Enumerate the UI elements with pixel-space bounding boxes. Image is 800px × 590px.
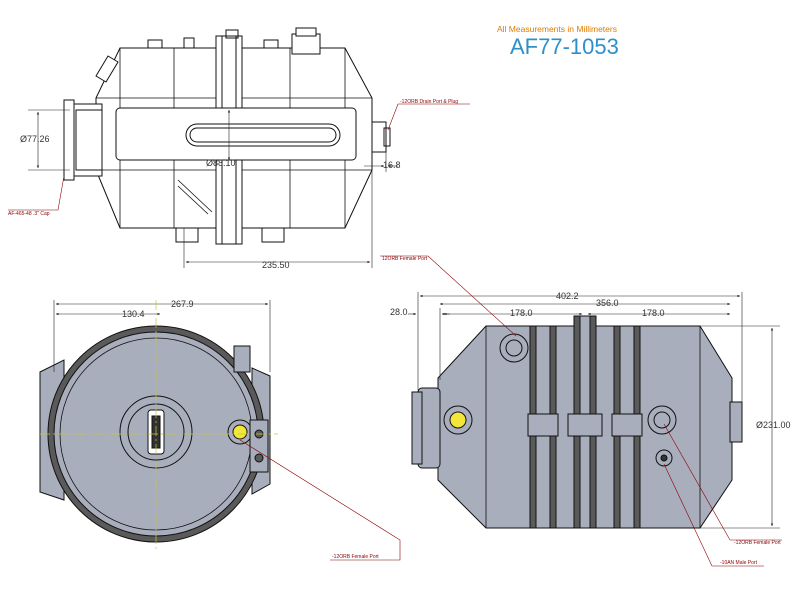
dim-overall-length-side: 235.50 bbox=[262, 260, 290, 270]
side-view-drain-port bbox=[371, 121, 387, 153]
side-view-vent-tube bbox=[95, 55, 119, 83]
dim-center-diameter: Ø88.10 bbox=[206, 158, 236, 168]
side-view-top-boss bbox=[147, 39, 163, 49]
side-view-labels: Ø77.26 Ø88.10 235.50 16.8 -12ORB Drain P… bbox=[8, 99, 458, 270]
dim-body-diameter: Ø231.00 bbox=[756, 420, 791, 430]
iso-view-right-outlet bbox=[729, 401, 743, 443]
dim-center-span: 356.0 bbox=[596, 298, 619, 308]
dim-center-width: 130.4 bbox=[122, 309, 145, 319]
end-view-labels: 267.9 130.4 -12ORB Female Port bbox=[122, 299, 379, 560]
note-cap: AF-465-48 .3" Cap bbox=[8, 211, 50, 217]
side-view-filler-neck bbox=[291, 33, 321, 55]
side-view-dimensions bbox=[8, 103, 470, 268]
note-top-female-port: 12ORB Female Port bbox=[382, 256, 428, 262]
end-view-dimensions bbox=[40, 300, 401, 561]
iso-view-clamp bbox=[527, 413, 559, 437]
dim-inlet-diameter: Ø77.26 bbox=[20, 134, 50, 144]
note-end-female-port: -12ORB Female Port bbox=[332, 554, 379, 560]
dim-right-section: 178.0 bbox=[642, 308, 665, 318]
side-view-bottom-boss bbox=[175, 227, 199, 243]
side-view-inlet-pipe bbox=[69, 103, 103, 177]
part-number-title: AF77-1053 bbox=[510, 34, 619, 59]
iso-view bbox=[411, 315, 743, 529]
drawing-subtitle: All Measurements in Millimeters bbox=[497, 24, 617, 34]
dim-overall-length-iso: 402.2 bbox=[556, 291, 579, 301]
end-view-top-fitting bbox=[233, 345, 251, 373]
side-view-slot bbox=[185, 123, 341, 147]
iso-view-dimensions bbox=[380, 255, 782, 567]
note-male-port: -10AN Male Port bbox=[720, 560, 758, 566]
dim-left-section: 178.0 bbox=[510, 308, 533, 318]
dim-stub: 28.0 bbox=[390, 307, 408, 317]
iso-view-labels: 402.2 28.0 178.0 356.0 178.0 Ø231.00 12O… bbox=[382, 256, 791, 566]
dim-drain-offset: 16.8 bbox=[383, 160, 401, 170]
note-drain-port: -12ORB Drain Port & Plug bbox=[400, 99, 458, 105]
dim-overall-width: 267.9 bbox=[171, 299, 194, 309]
note-right-female-port: -12ORB Female Port bbox=[734, 540, 781, 546]
end-view-valve-cluster bbox=[249, 419, 269, 473]
side-view bbox=[63, 27, 391, 245]
